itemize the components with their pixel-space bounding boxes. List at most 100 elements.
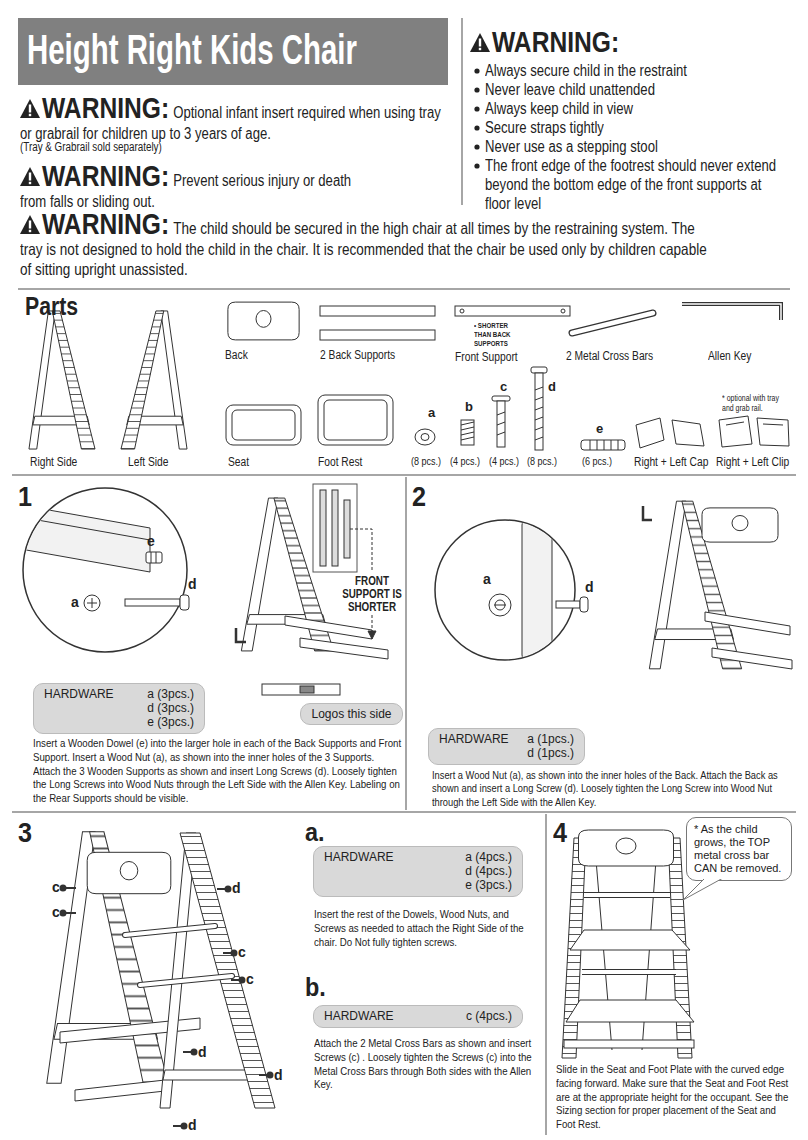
callout-letter: c — [238, 944, 246, 960]
text-group: Right Side — [30, 455, 100, 470]
warning-item: Always secure child in the restraint — [485, 62, 687, 79]
section-heading: Parts — [25, 292, 78, 320]
text-group: Never use as a stepping stool — [485, 137, 785, 156]
text-group: a — [428, 405, 442, 421]
callout-letter: d — [198, 1044, 207, 1060]
note-text: (Tray & Grabrail sold separately) — [20, 140, 162, 154]
text-group: b. — [305, 972, 335, 1003]
text-group: d — [198, 1044, 212, 1061]
parts-art — [535, 427, 543, 430]
parts-art — [611, 440, 612, 450]
text-group: a — [71, 594, 85, 611]
step1-art — [156, 552, 157, 563]
callout-letter: c — [246, 971, 254, 987]
text-group: d — [188, 1117, 202, 1134]
parts-art — [497, 432, 505, 435]
text-group: • SHORTER THAN BACK SUPPORTS — [474, 321, 524, 348]
header-art — [474, 125, 479, 130]
step2-art — [705, 612, 790, 635]
quantity: (8 pcs.) — [411, 455, 441, 467]
parts-art — [572, 313, 653, 333]
step2-art — [702, 508, 778, 542]
parts-art — [726, 422, 744, 425]
part-name: Right + Left Cap — [634, 455, 708, 469]
step1-art — [344, 500, 350, 558]
parts-art — [572, 313, 653, 333]
hardware-letter: d — [548, 379, 556, 394]
parts-art — [597, 440, 598, 450]
step4-art — [584, 893, 670, 897]
step4-art — [566, 1000, 694, 1022]
step1-art — [125, 599, 180, 606]
text-group: d — [232, 880, 246, 897]
quantity: (6 pcs.) — [582, 455, 612, 467]
callout-bubble: * As the child grows, the TOP metal cros… — [686, 817, 792, 881]
step3-art — [226, 887, 231, 892]
text-group: e — [147, 533, 161, 550]
hardware-letter: c — [500, 379, 507, 394]
hardware-item: a (1pcs.) — [527, 732, 574, 746]
text-group: FRONT SUPPORT IS SHORTER — [342, 575, 402, 614]
text-group: Back — [225, 348, 285, 363]
text-group: Attach the 2 Metal Cross Bars as shown a… — [314, 1037, 538, 1092]
part-name: 2 Metal Cross Bars — [566, 349, 653, 363]
step3-art — [160, 833, 196, 1108]
parts-art — [461, 427, 474, 430]
step3-art — [182, 1124, 187, 1129]
step1-art — [23, 488, 187, 652]
step1-art — [332, 490, 338, 566]
step3-art — [125, 926, 215, 935]
text-group: Parts — [25, 291, 125, 321]
hardware-letter: e — [596, 421, 603, 436]
text-group: Always keep child in view — [485, 99, 785, 118]
step1-art — [151, 552, 152, 563]
step2-art — [556, 601, 580, 608]
text-group: 4 — [553, 816, 577, 850]
step2-art — [489, 594, 511, 616]
step1-art — [262, 684, 340, 695]
step2-art — [712, 648, 792, 669]
title-text: Height Right Kids Chair — [27, 27, 357, 73]
text-group: a. — [305, 817, 335, 848]
step2-art — [494, 605, 506, 606]
parts-art — [535, 437, 543, 440]
header-art — [474, 106, 479, 111]
hardware-item: e (3pcs.) — [147, 715, 194, 729]
text-group: WARNING:Optional infant insert required … — [20, 93, 445, 144]
step-text: Insert a Wood Nut (a), as shown into the… — [432, 769, 778, 808]
step3-art — [232, 951, 237, 956]
parts-art — [682, 304, 781, 320]
hardware-letter: a — [428, 405, 435, 420]
step1-art — [285, 616, 372, 639]
hardware-box: HARDWAREc (4pcs.) — [313, 1005, 523, 1028]
callout-letter: d — [188, 1117, 197, 1133]
parts-art — [590, 440, 591, 450]
hardware-item: d (1pcs.) — [527, 746, 574, 760]
hardware-item: d (3pcs.) — [147, 701, 194, 715]
text-group: Insert a Wooden Dowel (e) into the large… — [33, 737, 403, 806]
header-art — [461, 18, 463, 205]
step-text: Insert the rest of the Dowels, Wood Nuts… — [314, 907, 524, 949]
text-group: * optional with tray and grab rail. — [722, 393, 792, 413]
hardware-letter: b — [465, 399, 473, 414]
hardware-list: c (4pcs.) — [466, 1009, 512, 1023]
callout-letter: d — [232, 880, 241, 896]
callout-letter: a — [71, 594, 79, 610]
text-group: 1 — [18, 480, 42, 514]
text-group: d — [585, 579, 599, 596]
callout-tail — [683, 878, 723, 900]
header-art — [20, 215, 40, 234]
parts-art — [461, 432, 474, 435]
text-group: Insert the rest of the Dowels, Wood Nuts… — [314, 908, 538, 949]
step4-art — [582, 969, 676, 975]
step3-art — [61, 911, 66, 916]
warning-item: Always keep child in view — [485, 100, 633, 117]
step1-art — [180, 595, 189, 610]
step1-art — [15, 516, 150, 540]
parts-art — [535, 373, 543, 450]
step-number: b. — [305, 972, 326, 1002]
parts-art — [636, 418, 664, 448]
parts-art — [535, 417, 543, 420]
step1-art — [15, 484, 388, 695]
step2-art — [522, 515, 552, 665]
